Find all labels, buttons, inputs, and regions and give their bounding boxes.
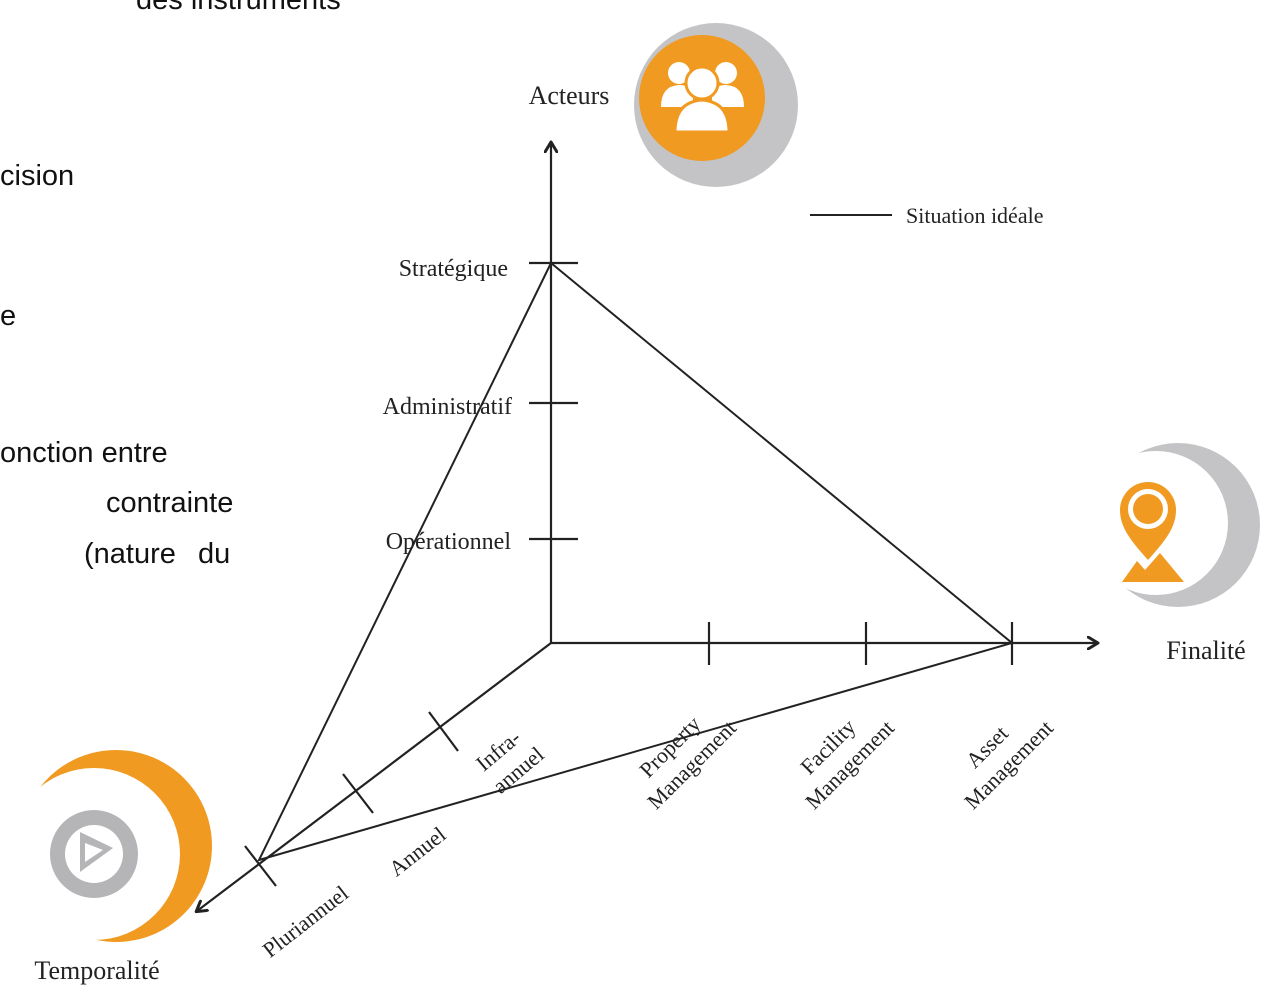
legend-label: Situation idéale <box>906 203 1043 228</box>
label-administratif: Administratif <box>383 394 512 420</box>
tick-pluriannuel <box>244 845 277 887</box>
text-fragment-4: onction entre <box>0 437 168 469</box>
people-group-icon <box>661 62 744 134</box>
label-operationnel: Opérationnel <box>386 529 512 555</box>
axis-title-acteurs: Acteurs <box>529 81 610 110</box>
label-property-management: Property Management <box>622 695 741 814</box>
location-pin-icon <box>1120 482 1184 582</box>
time-badge <box>8 750 212 942</box>
text-fragment-5: contrainte <box>106 487 234 519</box>
axis-title-finalite: Finalité <box>1166 636 1245 665</box>
text-fragment-6a: (nature <box>84 538 176 570</box>
label-strategique: Stratégique <box>399 256 508 282</box>
axis-title-temporalite: Temporalité <box>34 956 159 985</box>
label-asset-management: Asset Management <box>939 695 1058 814</box>
tick-annuel <box>342 773 374 814</box>
label-infra-annuel: Infra- annuel <box>470 720 549 798</box>
text-fragment-2: cision <box>0 160 75 192</box>
legend: Situation idéale <box>810 203 1043 228</box>
axes <box>197 143 1097 911</box>
label-facility-management: Facility Management <box>780 695 899 814</box>
label-annuel: Annuel <box>384 822 450 882</box>
actors-badge <box>634 23 798 187</box>
play-button-icon <box>50 810 138 898</box>
ideal-situation-triangle <box>257 261 1015 862</box>
purpose-badge <box>1084 443 1260 607</box>
label-pluriannuel: Pluriannuel <box>258 880 353 962</box>
text-fragment-3: e <box>0 300 17 332</box>
tick-marks <box>244 261 1014 887</box>
tick-infra-annuel <box>428 711 459 752</box>
text-fragment-1: des instruments <box>136 0 341 16</box>
text-fragment-6b: du <box>198 538 231 570</box>
diagonal-axis <box>197 642 552 911</box>
